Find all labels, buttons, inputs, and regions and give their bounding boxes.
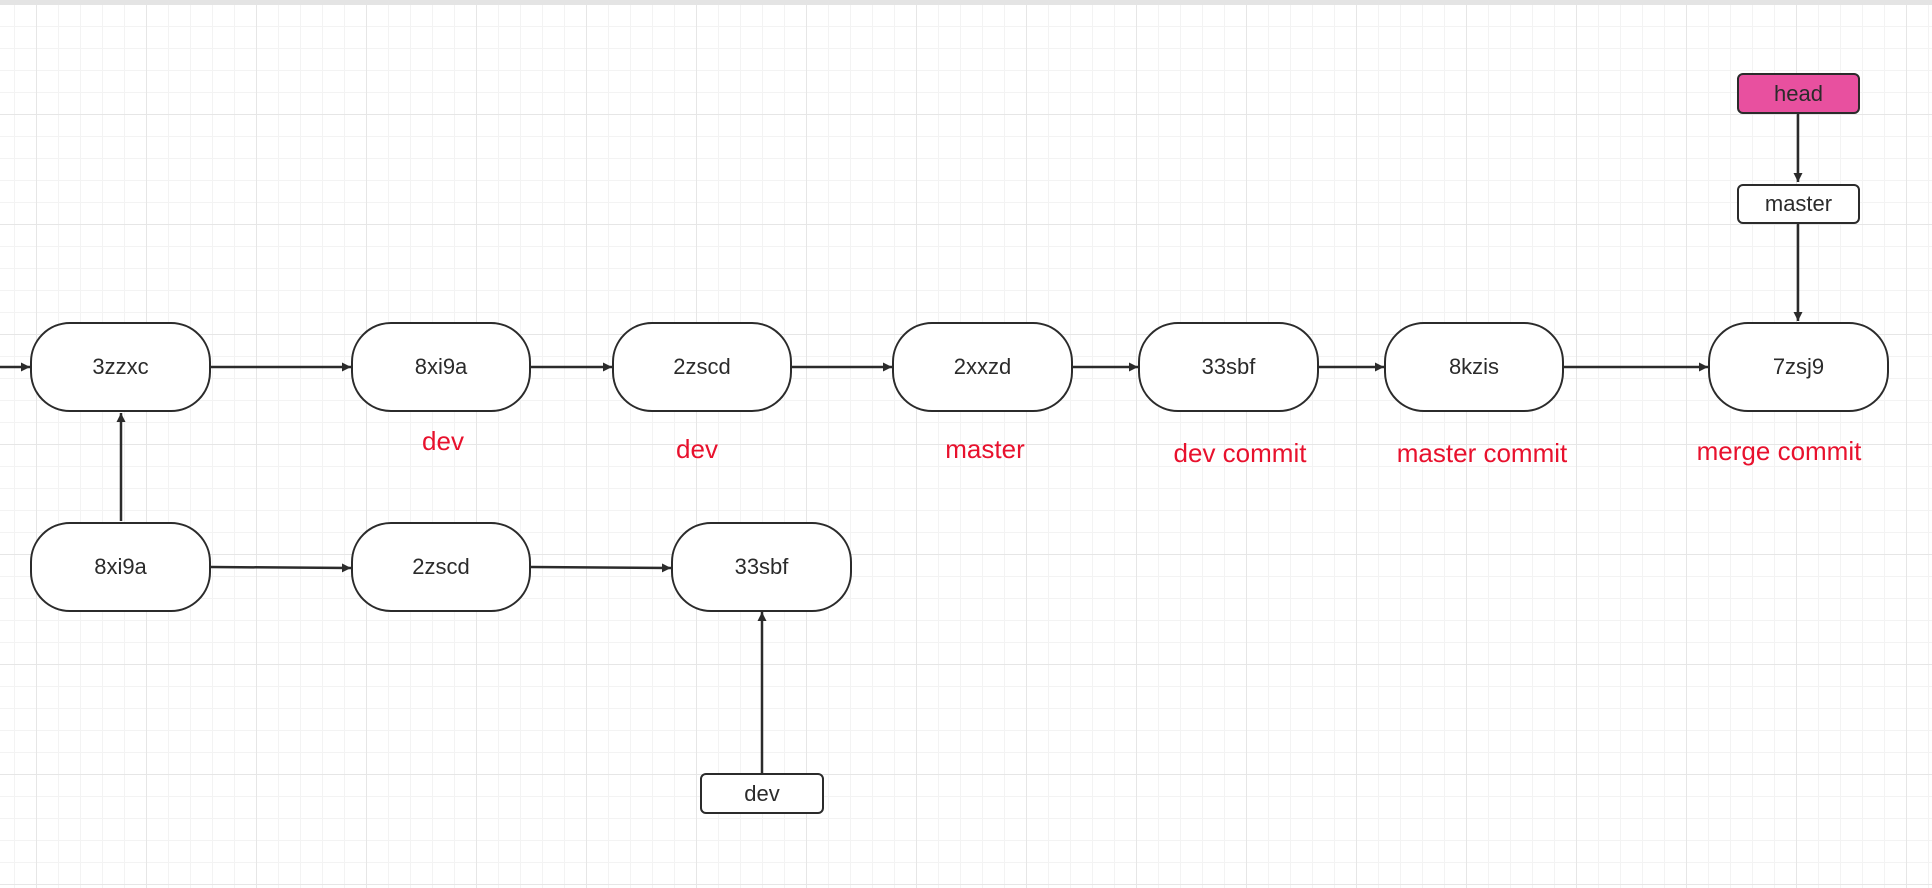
dev-branch-ref[interactable]: dev: [700, 773, 824, 814]
commit-node-2zscd[interactable]: 2zscd: [612, 322, 792, 412]
master-branch-ref[interactable]: master: [1737, 184, 1860, 224]
branch-commit-node-8xi9a[interactable]: 8xi9a: [30, 522, 211, 612]
annotation-dev-2: dev: [676, 434, 718, 464]
annotation-dev-1: dev: [422, 426, 464, 456]
annotation-dev-commit: dev commit: [1173, 438, 1307, 468]
edge-branch-8xi9a-to-2zscd: [210, 563, 352, 573]
commit-node-8xi9a[interactable]: 8xi9a: [351, 322, 531, 412]
annotation-master-commit: master commit: [1396, 438, 1568, 468]
commit-node-7zsj9[interactable]: 7zsj9: [1708, 322, 1889, 412]
branch-commit-node-33sbf[interactable]: 33sbf: [671, 522, 852, 612]
commit-node-2xxzd[interactable]: 2xxzd: [892, 322, 1073, 412]
head-pointer[interactable]: head: [1737, 73, 1860, 114]
commit-node-8kzis[interactable]: 8kzis: [1384, 322, 1564, 412]
branch-commit-node-2zscd[interactable]: 2zscd: [351, 522, 531, 612]
annotation-merge-commit: merge commit: [1696, 436, 1862, 466]
edge-branch-2zscd-to-33sbf: [530, 563, 672, 573]
annotation-master: master: [945, 434, 1025, 464]
commit-node-3zzxc[interactable]: 3zzxc: [30, 322, 211, 412]
canvas-top-edge: [0, 0, 1932, 5]
commit-node-33sbf[interactable]: 33sbf: [1138, 322, 1319, 412]
